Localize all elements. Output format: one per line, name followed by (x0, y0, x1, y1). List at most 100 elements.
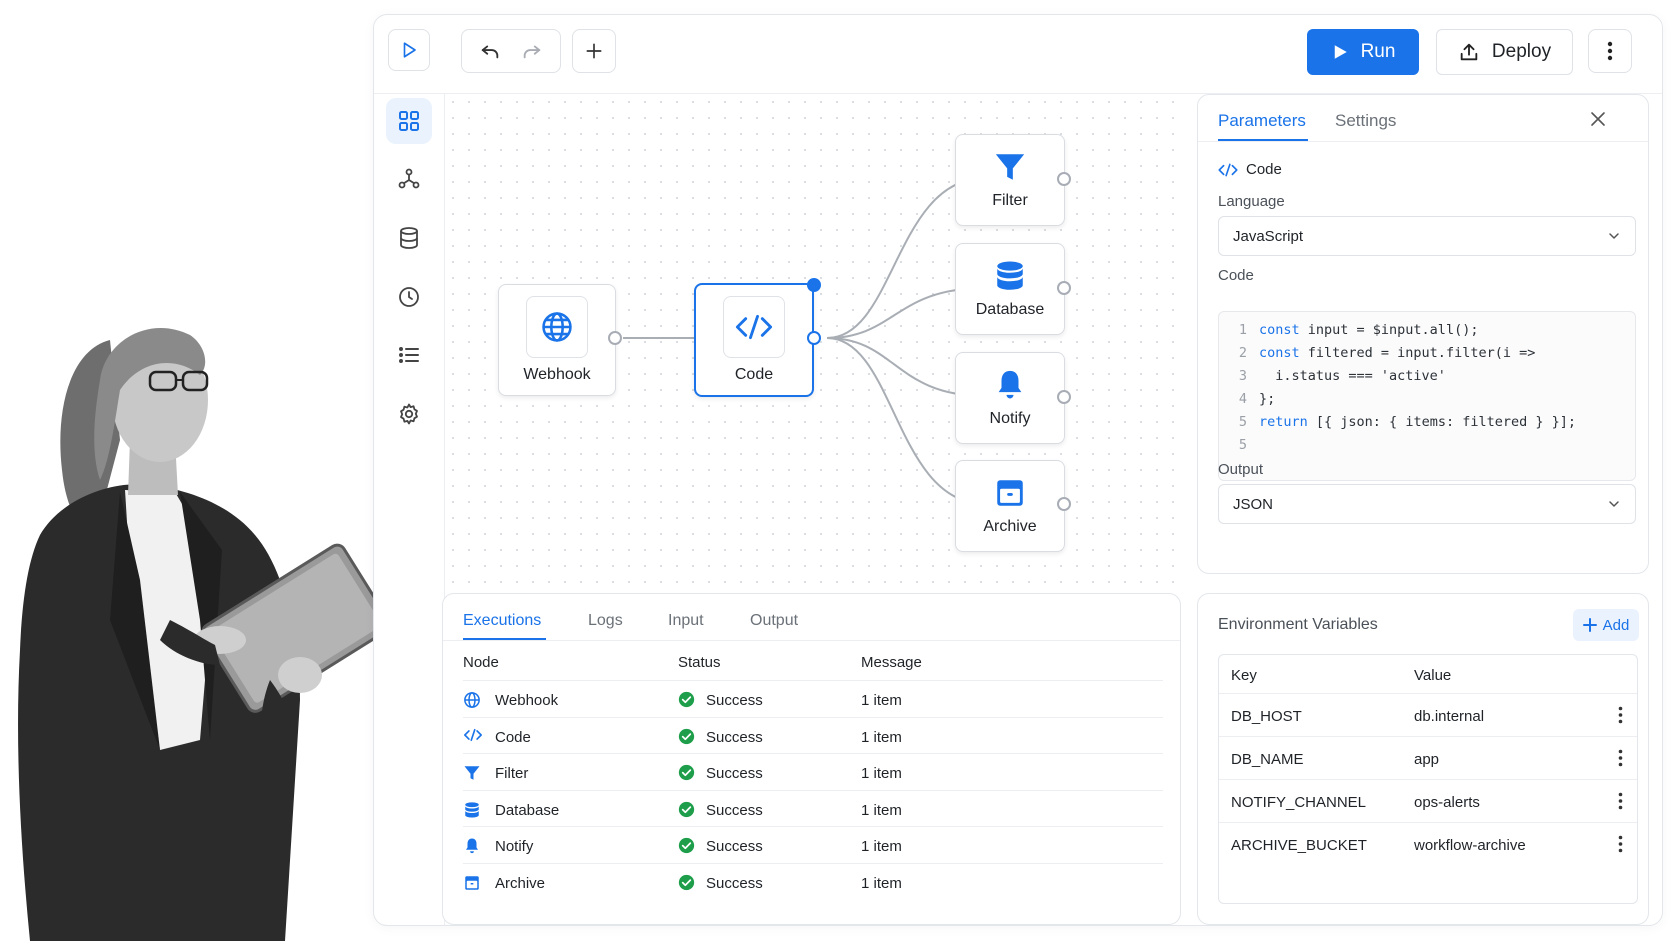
port-database-out[interactable] (1057, 281, 1071, 295)
sidebar-item-list[interactable] (386, 332, 432, 378)
add-node-button[interactable] (572, 29, 616, 73)
tab-input[interactable]: Input (668, 612, 704, 629)
deploy-button[interactable]: Deploy (1436, 29, 1573, 75)
line-content: return [{ json: { items: filtered } }]; (1259, 414, 1576, 430)
tab-logs[interactable]: Logs (588, 612, 623, 629)
line-number: 5 (1238, 437, 1247, 453)
parameters-panel: Parameters Settings Code Language JavaSc… (1197, 94, 1649, 574)
add-variable-button[interactable]: Add (1573, 609, 1639, 641)
database-icon (463, 801, 481, 819)
workflow-icon (397, 167, 421, 191)
column-header-value: Value (1414, 667, 1452, 684)
output-value: JSON (1233, 495, 1274, 513)
archive-icon (993, 476, 1027, 510)
node-label: Database (975, 301, 1045, 318)
code-keyword: const (1259, 345, 1300, 361)
row-node: Webhook (495, 692, 559, 709)
node-label: Archive (983, 518, 1037, 535)
plus-icon (584, 41, 604, 61)
play-button[interactable] (388, 29, 430, 71)
env-value: db.internal (1414, 708, 1485, 725)
check-circle-icon (678, 764, 695, 781)
undo-icon[interactable] (479, 40, 501, 62)
sidebar-item-data[interactable] (386, 215, 432, 261)
language-select[interactable]: JavaScript (1218, 216, 1636, 256)
node-code[interactable]: Code (694, 283, 814, 397)
sidebar-item-workflows[interactable] (386, 156, 432, 202)
redo-icon[interactable] (521, 40, 543, 62)
filter-icon (993, 150, 1027, 184)
column-header-message: Message (861, 654, 922, 671)
env-value: workflow-archive (1414, 837, 1526, 854)
line-content: }; (1259, 391, 1275, 407)
row-node: Archive (495, 874, 546, 892)
tab-executions[interactable]: Executions (463, 612, 542, 629)
close-icon[interactable] (1590, 111, 1606, 127)
row-node: Filter (495, 765, 529, 782)
plus-icon (1582, 618, 1597, 632)
check-circle-icon (678, 801, 695, 818)
column-header-key: Key (1231, 667, 1257, 684)
port-webhook-out[interactable] (608, 331, 622, 345)
row-node: Code (495, 728, 531, 746)
column-header-status: Status (678, 654, 721, 671)
port-filter-out[interactable] (1057, 172, 1071, 186)
node-database[interactable]: Database (955, 243, 1065, 335)
line-number: 2 (1238, 345, 1247, 361)
row-node: Database (495, 801, 560, 819)
line-content: const input = $input.all(); (1259, 322, 1478, 338)
bell-icon (463, 837, 481, 855)
output-select[interactable]: JSON (1218, 484, 1636, 524)
tab-settings[interactable]: Settings (1335, 111, 1397, 130)
node-webhook[interactable]: Webhook (498, 284, 616, 396)
sidebar-item-history[interactable] (386, 274, 432, 320)
code-text: [{ json: { items: filtered } }]; (1307, 414, 1576, 430)
line-content: i.status === 'active' (1259, 368, 1446, 384)
line-content: const filtered = input.filter(i => (1259, 345, 1535, 361)
filter-icon (463, 764, 481, 782)
port-code-top[interactable] (807, 278, 821, 292)
port-code-out[interactable] (807, 331, 821, 345)
tab-parameters[interactable]: Parameters (1218, 111, 1306, 130)
sidebar-item-settings[interactable] (386, 391, 432, 437)
more-vertical-icon[interactable] (1618, 706, 1623, 724)
upload-icon (1458, 41, 1480, 63)
more-vertical-icon[interactable] (1618, 792, 1623, 810)
more-button[interactable] (1588, 29, 1632, 73)
workflow-canvas[interactable]: Webhook Code Filter Datab (445, 94, 1175, 589)
tab-output[interactable]: Output (750, 612, 799, 629)
node-icon-box (723, 296, 785, 358)
sidebar-item-nodes[interactable] (386, 98, 432, 144)
more-vertical-icon[interactable] (1618, 749, 1623, 767)
list-icon (397, 343, 421, 367)
code-icon (463, 728, 483, 742)
env-key: DB_NAME (1231, 751, 1304, 768)
output-label: Output (1218, 461, 1264, 478)
tab-indicator (463, 638, 546, 640)
tabs-divider (443, 640, 1180, 641)
code-text: i.status === 'active' (1259, 368, 1446, 384)
port-notify-out[interactable] (1057, 390, 1071, 404)
executions-panel: Executions Logs Input Output Node Status… (442, 593, 1181, 925)
row-message: 1 item (861, 874, 902, 892)
node-notify[interactable]: Notify (955, 352, 1065, 444)
run-button[interactable]: Run (1307, 29, 1419, 75)
port-archive-out[interactable] (1057, 497, 1071, 511)
node-filter[interactable]: Filter (955, 134, 1065, 226)
node-label: Notify (989, 410, 1031, 427)
node-archive[interactable]: Archive (955, 460, 1065, 552)
chevron-down-icon (1607, 229, 1621, 243)
row-message: 1 item (861, 728, 902, 746)
more-vertical-icon[interactable] (1618, 835, 1623, 853)
